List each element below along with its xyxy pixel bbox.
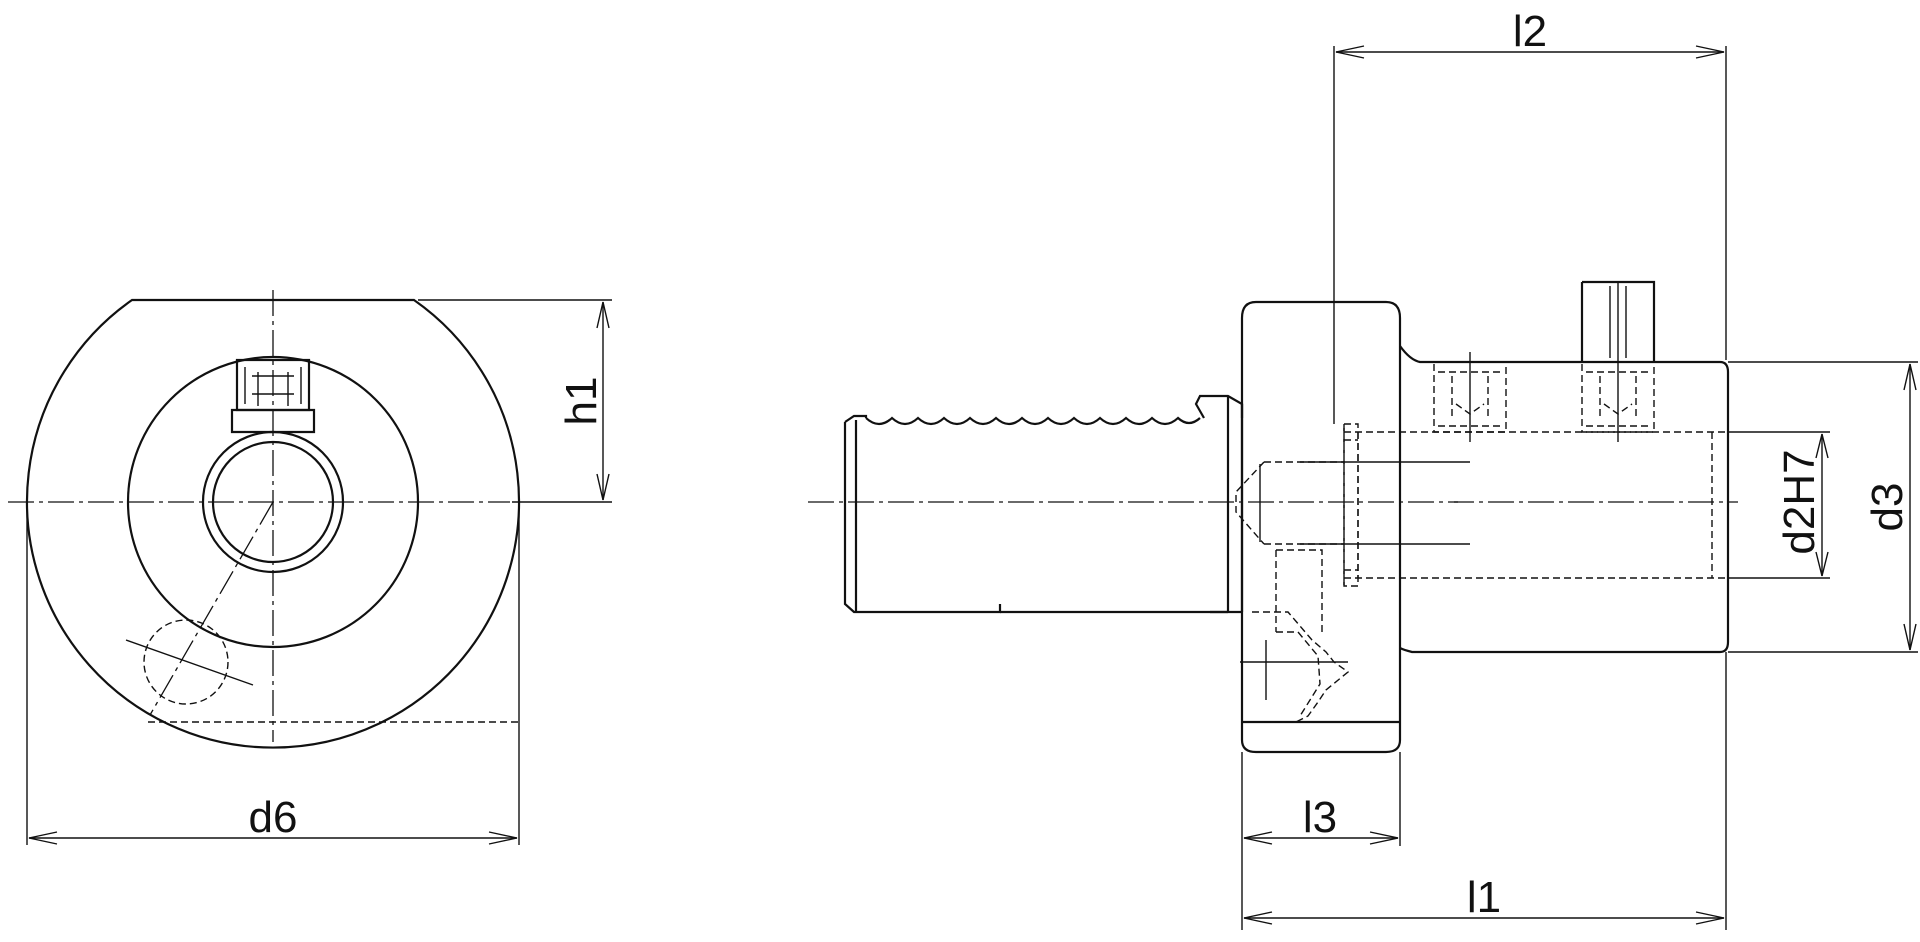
dimension-l3: l3 [1241, 752, 1401, 930]
arrowhead [28, 831, 58, 845]
arrowhead [1243, 911, 1273, 925]
set-screw-top [230, 358, 316, 434]
side-view: l2 d2H7 d3 l3 [808, 7, 1918, 930]
arrowhead [1335, 45, 1365, 59]
dimension-d3: d3 [1728, 361, 1918, 653]
arrowhead [1243, 831, 1273, 845]
dim-label-d2h7: d2H7 [1775, 449, 1824, 554]
dim-label-l2: l2 [1513, 7, 1547, 56]
hidden-set-screw-2 [1581, 282, 1655, 442]
dim-label-l1: l1 [1467, 873, 1501, 922]
dimension-l2: l2 [1333, 7, 1727, 424]
arrowhead [1815, 551, 1829, 577]
hidden-bore [1343, 423, 1728, 587]
dim-label-d6: d6 [249, 793, 298, 842]
arrowhead [1695, 911, 1725, 925]
arrowhead [1903, 623, 1917, 651]
dimension-d6: d6 [26, 502, 520, 845]
arrowhead [596, 473, 610, 501]
coolant-hole-crossline [125, 639, 254, 686]
dim-label-d3: d3 [1863, 483, 1912, 532]
hidden-set-screw-1 [1433, 352, 1507, 442]
hidden-coolant-hole [143, 619, 229, 705]
dimension-l1: l1 [1243, 652, 1727, 930]
dim-label-l3: l3 [1303, 793, 1337, 842]
serrated-shank [843, 394, 1244, 614]
bore-inner-circle [211, 440, 335, 564]
arrowhead [1695, 45, 1725, 59]
hidden-drill-hole [1235, 461, 1470, 545]
body-circle [126, 355, 420, 649]
hidden-coolant-drill [1240, 549, 1350, 723]
arrowhead [488, 831, 518, 845]
arrowhead [1815, 433, 1829, 459]
protruding-screw-head [1580, 280, 1656, 362]
arrowhead [596, 301, 610, 329]
front-view: h1 d6 [8, 290, 612, 845]
arrowhead [1369, 831, 1399, 845]
arrowhead [1903, 363, 1917, 391]
outer-flange-outline [25, 298, 521, 749]
dimension-d2h7: d2H7 [1728, 431, 1830, 579]
coolant-hole-angled-centerline [149, 501, 274, 716]
dim-label-h1: h1 [557, 377, 606, 426]
dimension-h1: h1 [418, 299, 612, 503]
tool-body-cylinder [1399, 345, 1730, 654]
